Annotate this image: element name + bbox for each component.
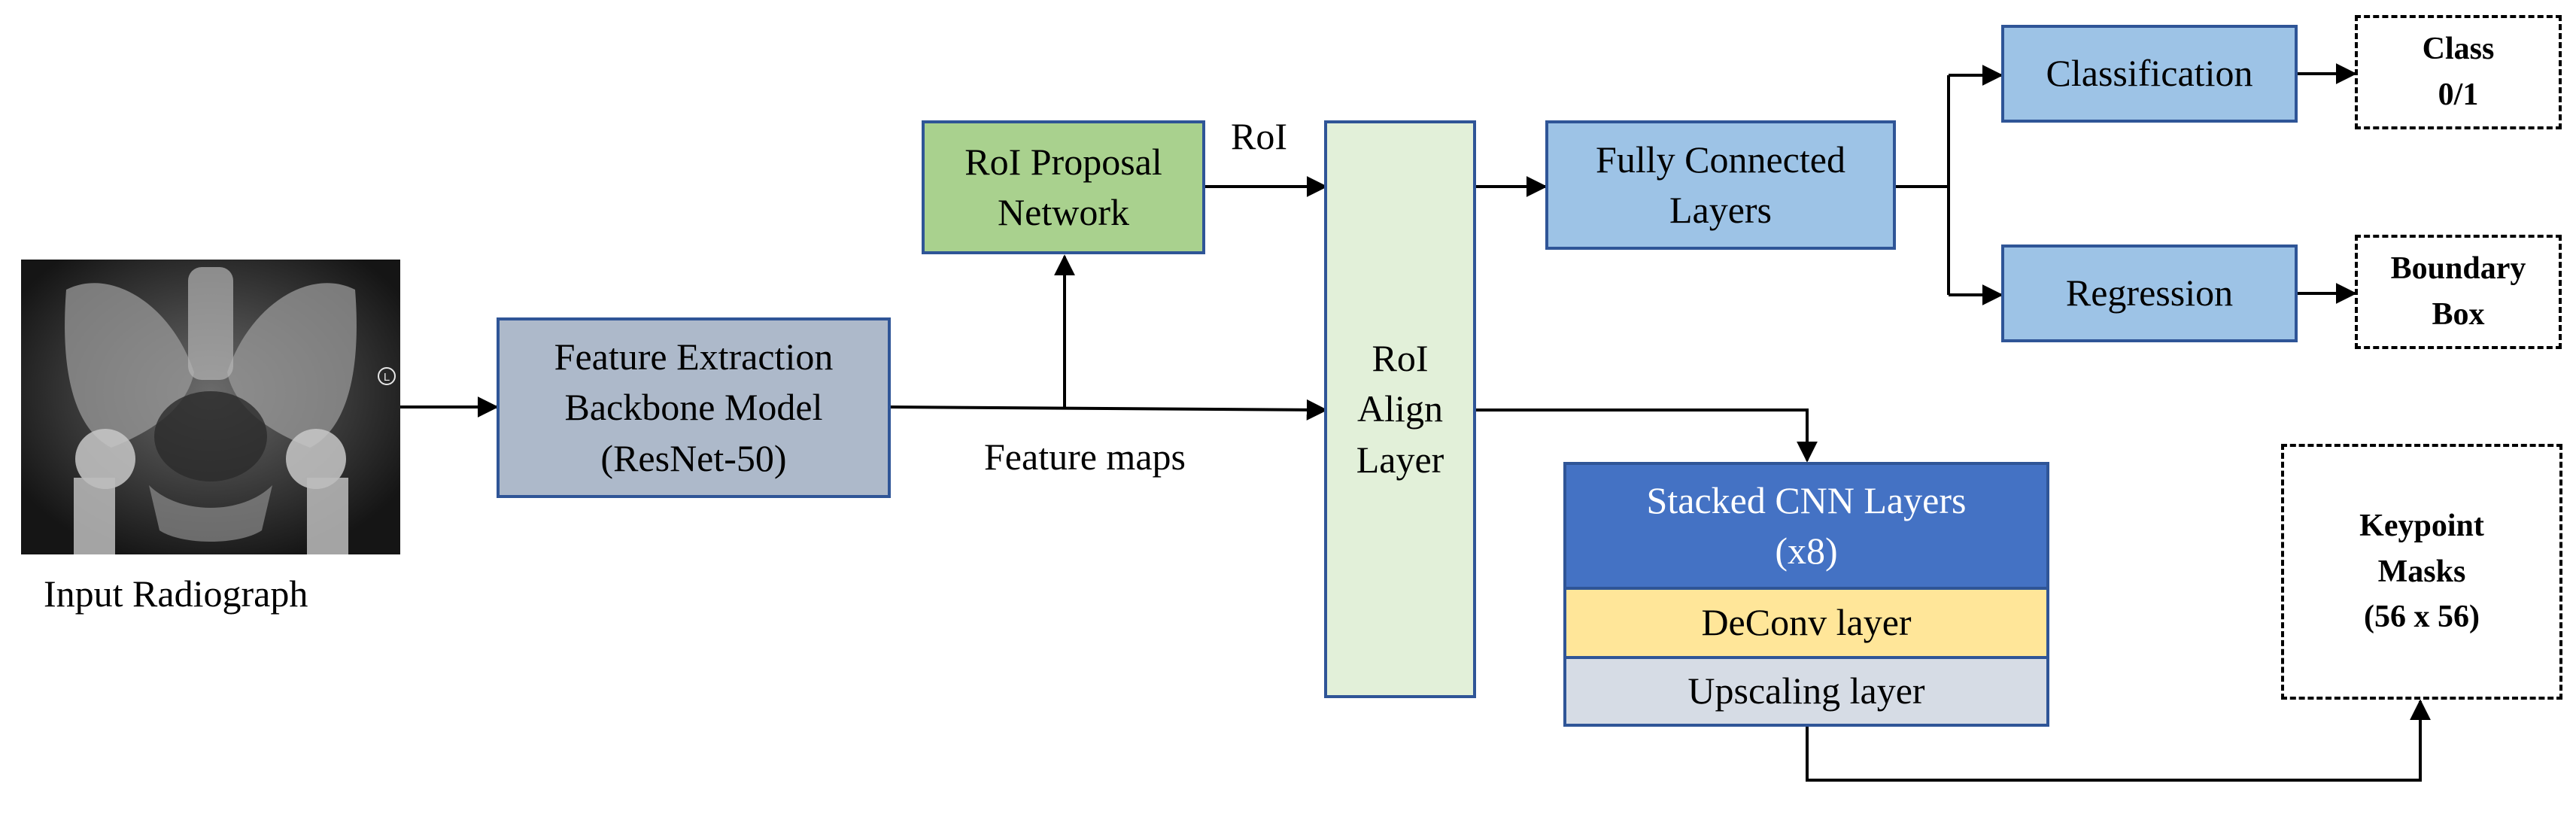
roi-edge-label: RoI — [1231, 115, 1287, 157]
class-output-box: Class 0/1 — [2355, 15, 2562, 129]
roi-align-line-2: Align — [1357, 387, 1443, 430]
rpn-line-2: Network — [998, 191, 1129, 233]
arrow-backbone-to-roialign — [890, 399, 1328, 421]
stacked-line-1: Stacked CNN Layers — [1646, 478, 1967, 521]
keypoint-output-line-1: Keypoint — [2359, 508, 2484, 543]
deconv-layer-box: DeConv layer — [1563, 587, 2049, 659]
input-caption: Input Radiograph — [44, 573, 308, 615]
rpn-line-1: RoI Proposal — [964, 140, 1162, 183]
stacked-line-2: (x8) — [1775, 530, 1838, 572]
bbox-output-line-1: Boundary — [2390, 251, 2526, 287]
fc-line-2: Layers — [1669, 189, 1773, 231]
bbox-output-line-2: Box — [2432, 297, 2485, 332]
class-output-line-1: Class — [2422, 32, 2495, 67]
roi-align-line-1: RoI — [1372, 336, 1429, 379]
backbone-line-1: Feature Extraction — [554, 335, 834, 378]
arrow-roialign-to-mask-head — [1476, 408, 1818, 463]
keypoint-output-line-3: (56 x 56) — [2364, 600, 2480, 635]
arrow-mask-head-to-keypoint — [1806, 699, 2431, 782]
classification-label: Classification — [2046, 52, 2253, 95]
class-output-line-2: 0/1 — [2438, 77, 2479, 112]
stacked-cnn-layers-box: Stacked CNN Layers (x8) — [1563, 462, 2049, 590]
side-marker: L — [384, 371, 390, 384]
backbone-line-2: Backbone Model — [564, 386, 823, 429]
feature-maps-edge-label: Feature maps — [984, 436, 1186, 478]
fc-line-1: Fully Connected — [1596, 138, 1845, 181]
pelvis-xray-illustration: L — [21, 260, 400, 554]
backbone-model-box: Feature Extraction Backbone Model (ResNe… — [497, 317, 891, 498]
input-radiograph-image: L — [21, 260, 400, 554]
regression-box: Regression — [2001, 244, 2298, 342]
classification-box: Classification — [2001, 25, 2298, 123]
roi-proposal-network-box: RoI Proposal Network — [922, 120, 1205, 254]
fully-connected-layers-box: Fully Connected Layers — [1545, 120, 1896, 250]
regression-label: Regression — [2065, 272, 2234, 314]
keypoint-output-line-2: Masks — [2377, 554, 2466, 589]
upscaling-label: Upscaling layer — [1687, 670, 1925, 712]
roi-align-layer-box: RoI Align Layer — [1324, 120, 1476, 698]
roi-align-line-3: Layer — [1356, 438, 1444, 481]
upscaling-layer-box: Upscaling layer — [1563, 656, 2049, 727]
keypoint-masks-output-box: Keypoint Masks (56 x 56) — [2281, 444, 2562, 700]
deconv-label: DeConv layer — [1701, 601, 1912, 644]
boundary-box-output-box: Boundary Box — [2355, 235, 2562, 349]
backbone-line-3: (ResNet-50) — [600, 436, 787, 479]
